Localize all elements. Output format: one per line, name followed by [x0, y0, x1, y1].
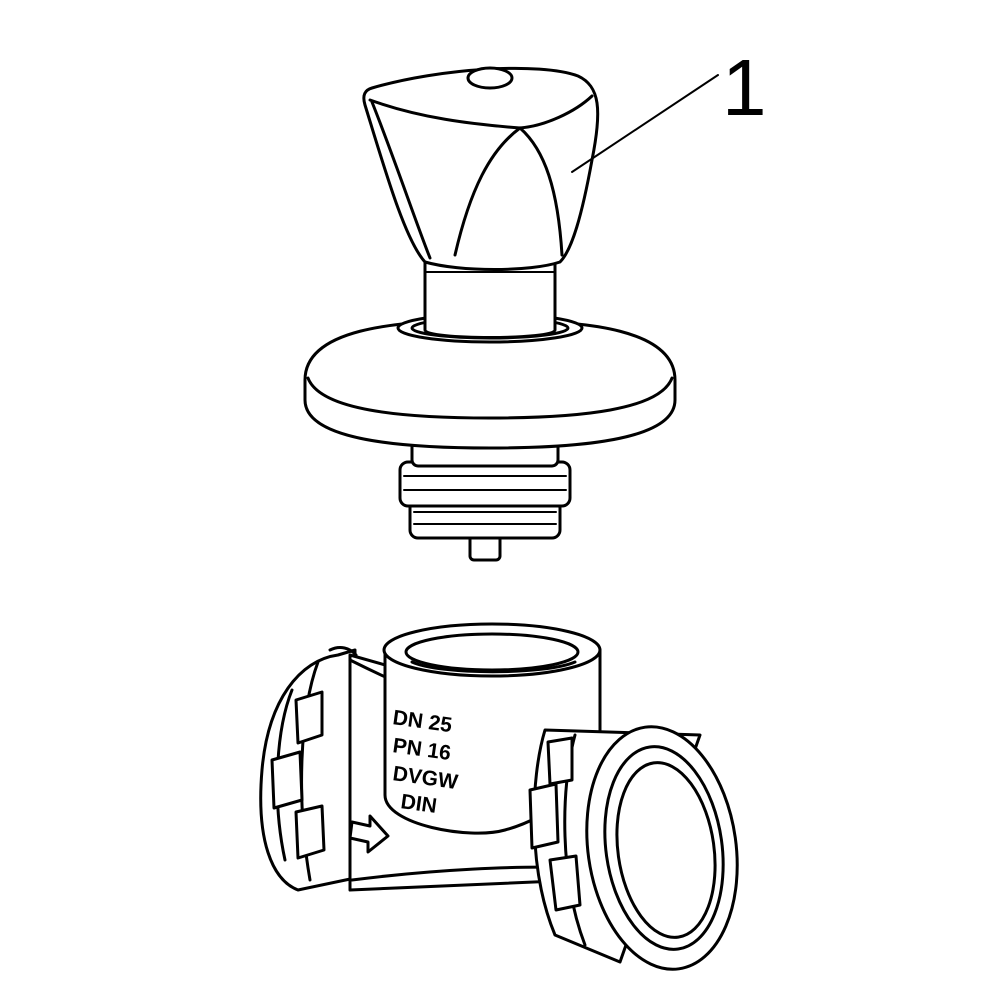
stem — [423, 256, 557, 339]
marking-line-4: DIN — [399, 790, 438, 818]
callout-number-label: 1 — [722, 43, 767, 132]
left-union-nut — [259, 646, 358, 892]
threaded-insert — [398, 438, 572, 562]
valve-body: DN 25 PN 16 DVGW DIN — [259, 622, 739, 971]
right-pipe-opening — [585, 725, 739, 971]
callout-1: 1 — [571, 43, 767, 173]
handle-knob — [362, 66, 600, 271]
flow-direction-arrow — [348, 814, 390, 854]
valve-top-assembly: 1 — [303, 43, 767, 562]
